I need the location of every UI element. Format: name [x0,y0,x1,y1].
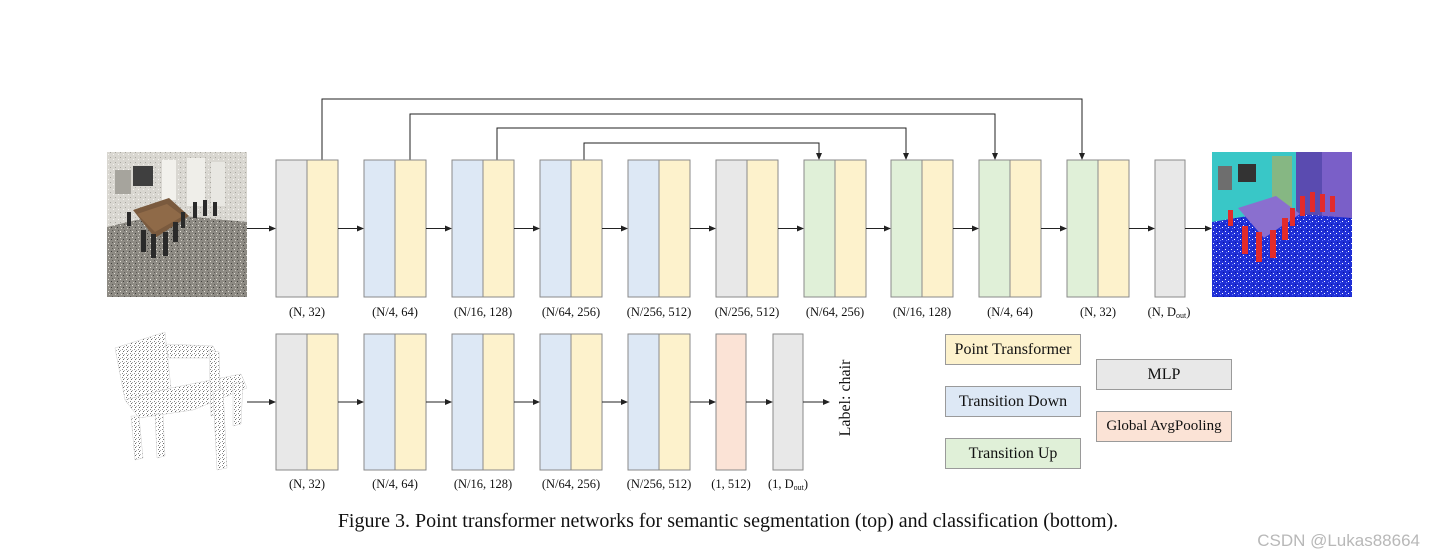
legend-mlp: MLP [1096,359,1232,390]
point-transformer-layer [570,333,603,471]
cls-block-5 [627,333,691,471]
block-6 [715,159,779,298]
transition-up-layer [890,159,923,298]
transition-down-layer [363,333,396,471]
block-2 [363,159,427,298]
seg-dim-label: (N/256, 512) [626,305,692,319]
segmentation-network [275,159,1186,298]
cls-block-4 [539,333,603,471]
output-segmented-room [1212,152,1352,297]
point-transformer-layer [482,333,515,471]
input-room-pointcloud [107,152,247,297]
cls-dim-label: (N/64, 256) [541,477,601,491]
block-10 [1066,159,1130,298]
transition-down-layer [539,333,572,471]
seg-output-dim-label: (N, Dout) [1147,305,1191,320]
point-transformer-layer [658,333,691,471]
point-transformer-layer [921,159,954,298]
point-transformer-layer [746,159,779,298]
mlp-output-layer [1154,159,1186,298]
cls-dim-label: (N/256, 512) [626,477,692,491]
block-3 [451,159,515,298]
transition-up-layer [803,159,836,298]
legend-point-transformer: Point Transformer [945,334,1081,365]
point-transformer-layer [394,159,427,298]
skip-connection-3 [496,127,909,160]
flow-arrows [247,225,1212,405]
mlp-output-layer [772,333,804,471]
skip-connection-4 [583,142,822,160]
block-4 [539,159,603,298]
point-transformer-layer [306,159,339,298]
seg-dim-label: (N/16, 128) [453,305,513,319]
point-transformer-layer [570,159,603,298]
seg-dim-label: (N/64, 256) [541,305,601,319]
legend-global-avgpooling: Global AvgPooling [1096,411,1232,442]
seg-dim-label: (N/4, 64) [987,305,1033,319]
global-avgpooling-layer [715,333,747,471]
skip-connections [321,98,1085,160]
seg-dim-label: (N, 32) [288,305,326,319]
seg-dim-label: (N, 32) [1079,305,1117,319]
cls-dim-label: (N/16, 128) [453,477,513,491]
mlp-layer [275,333,308,471]
transition-down-layer [363,159,396,298]
transition-down-layer [627,333,660,471]
point-transformer-layer [658,159,691,298]
cls-dim-label: (N/4, 64) [372,477,418,491]
seg-dim-label: (N/16, 128) [892,305,952,319]
input-chair-pointcloud [105,328,250,473]
transition-up-layer [1066,159,1099,298]
point-transformer-layer [1097,159,1130,298]
transition-up-layer [978,159,1011,298]
point-transformer-layer [1009,159,1042,298]
skip-connection-2 [409,113,998,160]
classification-network [275,333,804,471]
cls-block-2 [363,333,427,471]
mlp-layer [275,159,308,298]
mlp-layer [715,159,748,298]
block-8 [890,159,954,298]
cls-dim-label: (1, 512) [711,477,751,491]
seg-dim-label: (N/256, 512) [714,305,780,319]
block-9 [978,159,1042,298]
point-transformer-layer [394,333,427,471]
seg-dim-label: (N/4, 64) [372,305,418,319]
transition-down-layer [539,159,572,298]
watermark: CSDN @Lukas88664 [1257,531,1420,550]
seg-dim-label: (N/64, 256) [805,305,865,319]
transition-down-layer [451,159,484,298]
figure-caption: Figure 3. Point transformer networks for… [337,510,1119,532]
block-1 [275,159,339,298]
cls-block-3 [451,333,515,471]
transition-down-layer [451,333,484,471]
skip-connection-1 [321,98,1085,160]
block-7 [803,159,867,298]
legend-transition-down: Transition Down [945,386,1081,417]
cls-dim-label: (N, 32) [288,477,326,491]
legend-transition-up: Transition Up [945,438,1081,469]
output-class-label: Label: chair [837,359,854,437]
cls-block-1 [275,333,339,471]
transition-down-layer [627,159,660,298]
point-transformer-layer [306,333,339,471]
point-transformer-layer [834,159,867,298]
cls-output-dim-label: (1, Dout) [767,477,809,492]
block-5 [627,159,691,298]
point-transformer-layer [482,159,515,298]
